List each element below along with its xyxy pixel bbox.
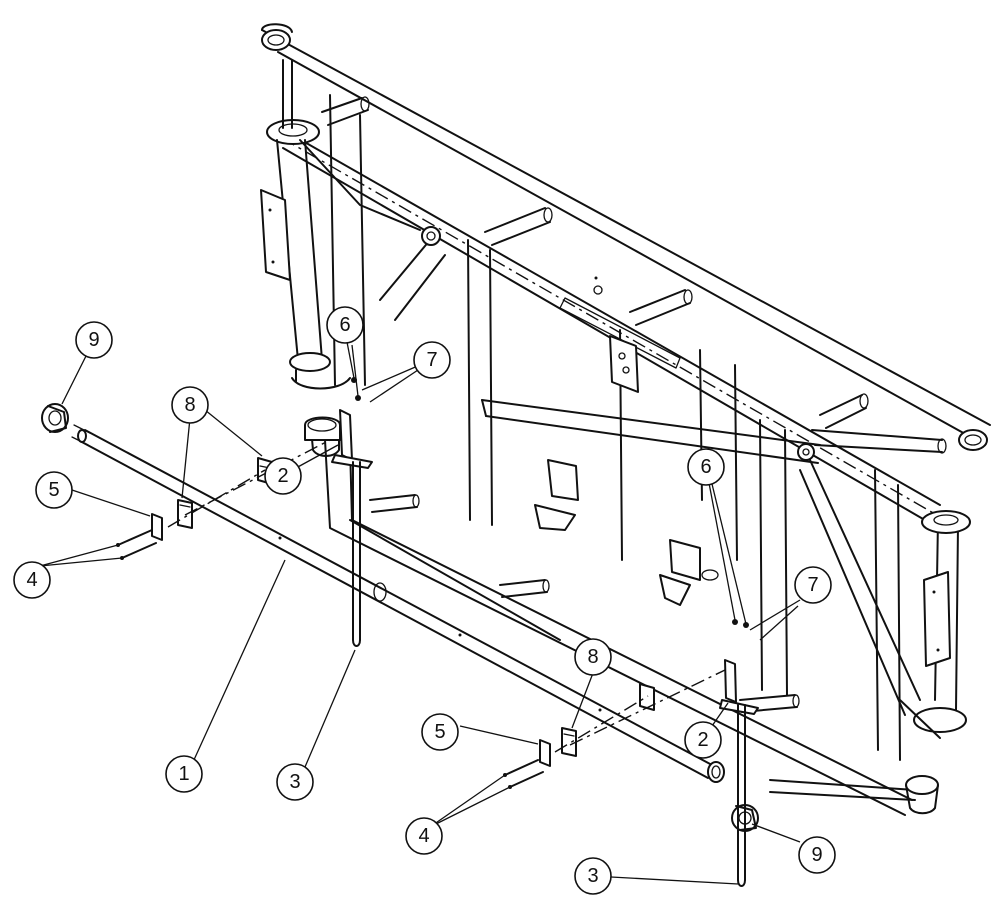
svg-text:6: 6	[339, 314, 350, 336]
nut-upper	[41, 403, 69, 433]
callout-5-lower: 5	[421, 713, 459, 751]
svg-text:6: 6	[700, 456, 711, 478]
callout-7-lower: 7	[794, 566, 832, 604]
callout-8-lower: 8	[574, 638, 612, 676]
svg-text:9: 9	[811, 844, 822, 866]
callout-9-lower: 9	[798, 836, 836, 874]
callout-4-upper: 4	[13, 561, 51, 599]
callout-2-upper: 2	[264, 457, 302, 495]
svg-text:3: 3	[587, 865, 598, 887]
svg-text:7: 7	[426, 349, 437, 371]
svg-text:5: 5	[48, 479, 59, 501]
hardware-parts	[41, 377, 759, 887]
callout-3-upper: 3	[276, 763, 314, 801]
callout-6-lower: 6	[687, 448, 725, 486]
svg-text:9: 9	[88, 329, 99, 351]
callout-4-lower: 4	[405, 817, 443, 855]
svg-text:1: 1	[178, 763, 189, 785]
svg-text:7: 7	[807, 574, 818, 596]
callout-6-upper: 6	[326, 306, 364, 344]
callout-1: 1	[165, 755, 203, 793]
svg-text:2: 2	[277, 465, 288, 487]
callout-9-upper: 9	[75, 321, 113, 359]
callouts: 9 8 5 4 6 7 2 1	[13, 306, 836, 895]
svg-text:4: 4	[418, 825, 429, 847]
svg-text:4: 4	[26, 569, 37, 591]
svg-text:3: 3	[289, 771, 300, 793]
callout-5-upper: 5	[35, 471, 73, 509]
shaft-assembly	[71, 424, 725, 783]
callout-3-lower: 3	[574, 857, 612, 895]
main-frame	[260, 23, 991, 816]
callout-8-upper: 8	[171, 386, 209, 424]
svg-text:5: 5	[434, 721, 445, 743]
callout-2-lower: 2	[684, 721, 722, 759]
svg-text:8: 8	[184, 394, 195, 416]
svg-text:2: 2	[697, 729, 708, 751]
svg-text:8: 8	[587, 646, 598, 668]
callout-7-upper: 7	[413, 341, 451, 379]
